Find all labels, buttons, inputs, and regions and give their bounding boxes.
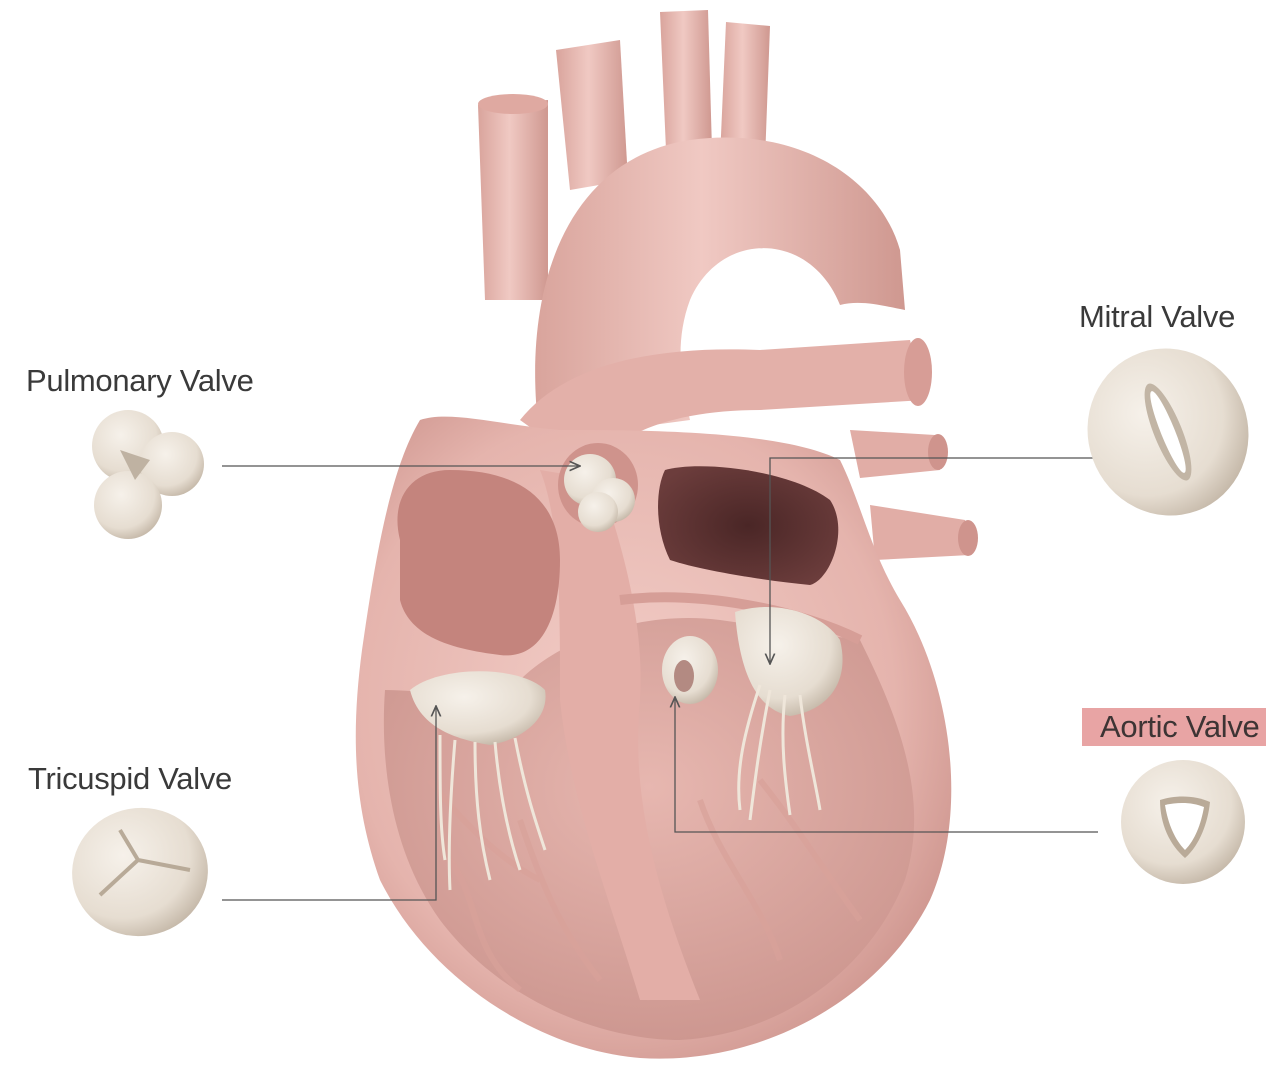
tricuspid-valve-icon <box>62 797 218 947</box>
pulmonary-valve-icon <box>92 410 204 539</box>
aortic-valve-label: Aortic Valve <box>1082 708 1266 746</box>
heart-aortic-valve <box>662 636 718 704</box>
right-atrium <box>397 470 560 655</box>
pulmonary-valve-label: Pulmonary Valve <box>26 362 254 400</box>
tricuspid-valve-label: Tricuspid Valve <box>28 760 232 798</box>
mitral-valve-label: Mitral Valve <box>1079 298 1235 336</box>
aortic-valve-icon <box>1121 760 1245 884</box>
mitral-valve-icon <box>1064 326 1272 539</box>
